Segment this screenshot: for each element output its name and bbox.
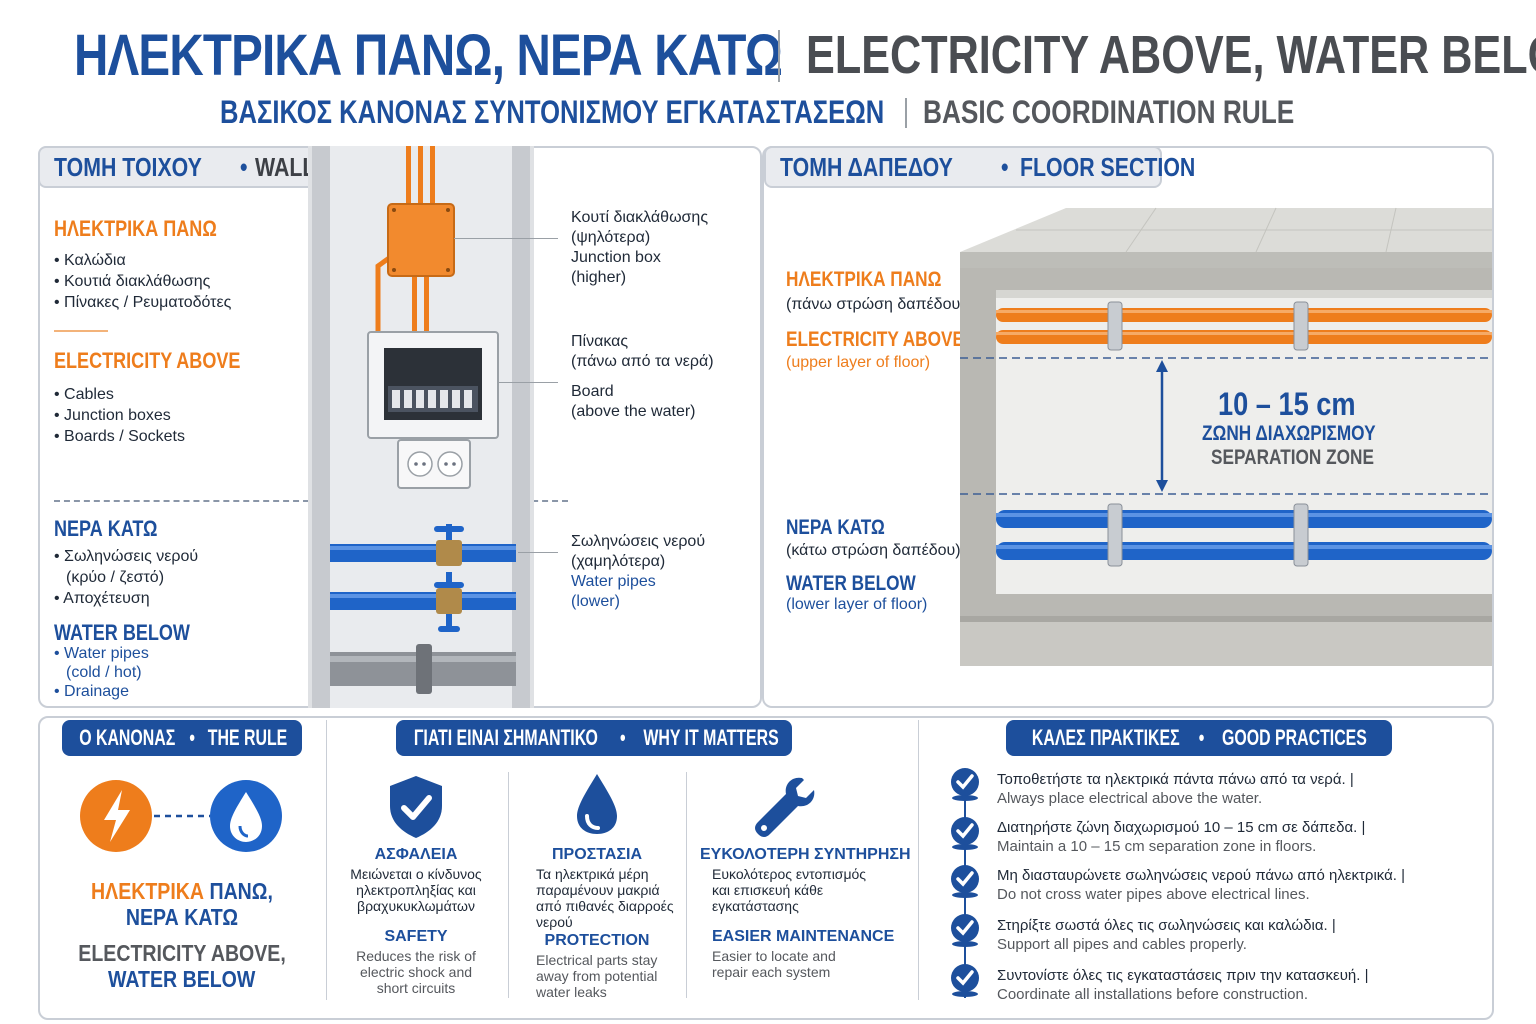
floor-illustration: [960, 207, 1492, 666]
why-divider-1: [508, 772, 509, 998]
floor-tab-english: FLOOR SECTION: [1019, 151, 1196, 182]
list-item: (κρύο / ζεστό): [66, 569, 165, 586]
wall-elec-en-heading: ELECTRICITY ABOVE: [54, 348, 241, 373]
title-divider: [778, 30, 780, 82]
rule-text-greek: ΗΛΕΚΤΡΙΚΑ ΠΑΝΩ, ΝΕΡΑ ΚΑΤΩ: [91, 878, 273, 930]
practices-list: Τοποθετήστε τα ηλεκτρικά πάντα πάνω από …: [997, 770, 1477, 1014]
wall-water-gr-list: • Σωληνώσεις νερού (κρύο / ζεστό) • Αποχ…: [54, 546, 198, 609]
floor-tab-separator: •: [1000, 151, 1009, 182]
list-item: Συντονίστε όλες τις εγκαταστάσεις πριν τ…: [997, 967, 1369, 1003]
floor-section-tab: ΤΟΜΗ ΔΑΠΕΔΟΥ • FLOOR SECTION: [764, 146, 1195, 188]
bottom-divider-1: [326, 720, 327, 1000]
wall-water-en-heading: WATER BELOW: [54, 620, 190, 645]
wall-illustration: [308, 146, 534, 708]
why-pill: ΓΙΑΤΙ ΕΙΝΑΙ ΣΗΜΑΝΤΙΚΟ • WHY IT MATTERS: [396, 720, 792, 756]
floor-elec-gr-sub: (πάνω στρώση δαπέδου): [786, 296, 966, 313]
bottom-divider-2: [918, 720, 919, 1000]
list-item: Διατηρήστε ζώνη διαχωρισμού 10 – 15 cm σ…: [997, 819, 1366, 855]
floor-elec-en: ELECTRICITY ABOVE: [786, 328, 964, 351]
board-leader-line: [498, 382, 558, 383]
rule-pill: Ο ΚΑΝΟΝΑΣ • THE RULE: [62, 720, 302, 756]
wall-tab-separator: •: [240, 151, 248, 182]
list-item: Junction boxes: [54, 405, 185, 426]
shield-check-icon: [390, 776, 442, 838]
valve-upper: [436, 540, 462, 566]
practices-pill: ΚΑΛΕΣ ΠΡΑΚΤΙΚΕΣ • GOOD PRACTICES: [1006, 720, 1392, 756]
wall-water-gr-heading: ΝΕΡΑ ΚΑΤΩ: [54, 516, 158, 541]
floor-water-en-sub: (lower layer of floor): [786, 596, 928, 613]
list-item: Πίνακες / Ρευματοδότες: [54, 292, 231, 313]
why-item-maintenance: ΕΥΚΟΛΟΤΕΡΗ ΣΥΝΤΗΡΗΣΗ Ευκολότερος εντοπισ…: [700, 846, 911, 980]
junction-box: [387, 203, 455, 277]
list-item: Στηρίξτε σωστά όλες τις σωληνώσεις και κ…: [997, 917, 1336, 953]
title-greek: ΗΛΕΚΤΡΙΚΑ ΠΑΝΩ, ΝΕΡΑ ΚΑΤΩ: [74, 23, 783, 88]
conduit-2: [418, 146, 423, 212]
check-circle-icon: [951, 817, 979, 850]
floor-water-gr-sub: (κάτω στρώση δαπέδου): [786, 542, 961, 559]
list-item: (cold / hot): [66, 664, 142, 681]
wall-elec-gr-list: Καλώδια Κουτιά διακλάθωσης Πίνακες / Ρευ…: [54, 250, 231, 313]
wall-elec-en-list: Cables Junction boxes Boards / Sockets: [54, 384, 185, 447]
why-item-safety: ΑΣΦΑΛΕΙΑ Μειώνεται ο κίνδυνος ηλεκτροπλη…: [350, 846, 482, 996]
why-divider-2: [686, 772, 687, 998]
valve-lower: [436, 588, 462, 614]
floor-water-pipe-1: [996, 510, 1492, 528]
check-circle-icon: [951, 865, 979, 898]
callout-water-pipes: Σωληνώσεις νερού (χαμηλότερα) Water pipe…: [571, 533, 706, 610]
wall-elec-gr-heading: ΗΛΕΚΤΡΙΚΑ ΠΑΝΩ: [54, 216, 217, 241]
wrench-icon: [755, 777, 815, 837]
floor-elec-en-sub: (upper layer of floor): [786, 354, 931, 371]
subtitle-english: BASIC COORDINATION RULE: [923, 94, 1295, 130]
junction-leader-line: [454, 238, 558, 239]
title-english: ELECTRICITY ABOVE, WATER BELOW: [806, 25, 1536, 85]
list-item: Cables: [54, 384, 185, 405]
wall-elec-divider: [54, 330, 108, 332]
floor-elec-gr: ΗΛΕΚΤΡΙΚΑ ΠΑΝΩ: [786, 268, 942, 291]
floor-water-pipe-2: [996, 542, 1492, 560]
check-circle-icon: [951, 964, 979, 997]
list-item: Καλώδια: [54, 250, 231, 271]
list-item: • Σωληνώσεις νερού: [54, 548, 199, 565]
list-item: Τοποθετήστε τα ηλεκτρικά πάντα πάνω από …: [997, 771, 1354, 807]
list-item: • Αποχέτευση: [54, 590, 150, 607]
floor-tab-greek: ΤΟΜΗ ΔΑΠΕΔΟΥ: [780, 151, 953, 182]
separation-zone-greek: ΖΩΝΗ ΔΙΑΧΩΡΙΣΜΟΥ: [1202, 422, 1376, 445]
wall-tab-greek: ΤΟΜΗ ΤΟΙΧΟΥ: [54, 151, 202, 182]
list-item: Boards / Sockets: [54, 426, 185, 447]
check-circle-icon: [951, 914, 979, 947]
list-item: Κουτιά διακλάθωσης: [54, 271, 231, 292]
list-item: • Drainage: [54, 683, 129, 700]
water-drop-icon: [577, 774, 617, 834]
practices-timeline: [951, 768, 979, 998]
floor-water-gr: ΝΕΡΑ ΚΑΤΩ: [786, 516, 885, 539]
list-item: • Water pipes: [54, 645, 149, 662]
conduit-3: [430, 146, 435, 212]
water-leader-line: [518, 552, 558, 553]
bottom-panel: [38, 716, 1494, 1020]
rule-text-english: ELECTRICITY ABOVE, WATER BELOW: [78, 940, 286, 992]
callout-board: Πίνακας (πάνω από τα νερά) Board (above …: [571, 333, 714, 420]
list-item: Μη διασταυρώνετε σωληνώσεις νερού πάνω α…: [997, 867, 1406, 903]
callout-junction-box: Κουτί διακλάθωσης (ψηλότερα) Junction bo…: [571, 209, 709, 286]
separation-zone-english: SEPARATION ZONE: [1211, 446, 1374, 469]
floor-water-en: WATER BELOW: [786, 572, 916, 595]
conduit-1: [406, 146, 411, 212]
wall-water-en-list: • Water pipes (cold / hot) • Drainage: [54, 644, 149, 701]
separation-distance: 10 – 15 cm: [1218, 386, 1356, 422]
subtitle-greek: ΒΑΣΙΚΟΣ ΚΑΝΟΝΑΣ ΣΥΝΤΟΝΙΣΜΟΥ ΕΓΚΑΤΑΣΤΑΣΕΩ…: [220, 94, 885, 130]
rule-icons: [80, 780, 282, 852]
subtitle-divider: [905, 98, 907, 128]
why-item-protection: ΠΡΟΣΤΑΣΙΑ Τα ηλεκτρικά μέρη παραμένουν μ…: [536, 846, 674, 1000]
check-circle-icon: [951, 768, 979, 801]
